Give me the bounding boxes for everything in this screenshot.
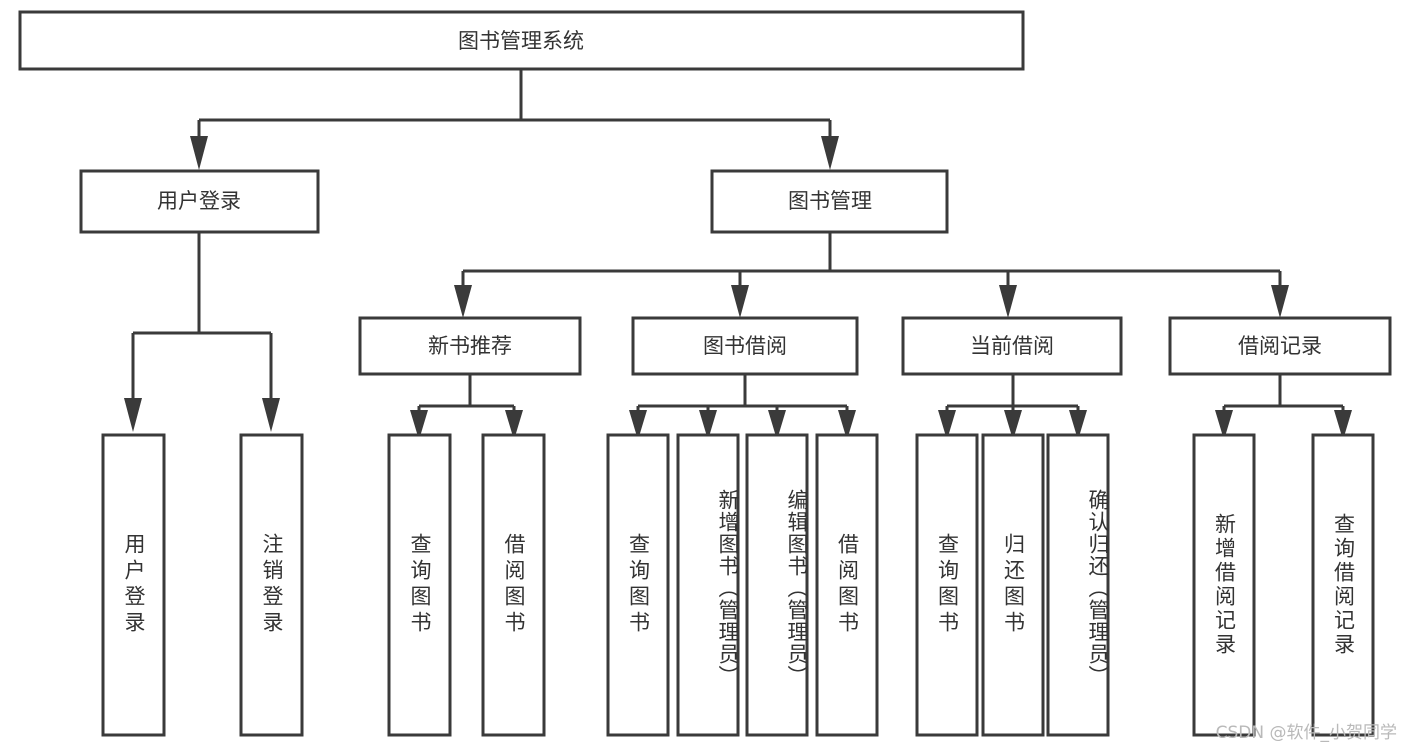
- node-root-label: 图书管理系统: [458, 29, 584, 53]
- arrowhead-leaf-query-book-2: [629, 410, 647, 440]
- connectors-book-management-to-level3: [454, 232, 1289, 318]
- node-borrow-record[interactable]: 借阅记录: [1168, 316, 1392, 376]
- node-current-borrow[interactable]: 当前借阅: [901, 316, 1123, 376]
- connectors-new-book-recommend-to-leaves: [410, 374, 523, 440]
- node-current-borrow-box[interactable]: [901, 316, 1123, 376]
- arrowhead-book-management: [821, 136, 839, 170]
- arrowhead-leaf-query-book-3: [938, 410, 956, 440]
- arrowhead-leaf-borrow-book-1: [505, 410, 523, 440]
- node-root[interactable]: 图书管理系统: [18, 10, 1025, 71]
- node-leaf-user-login-box[interactable]: [101, 433, 166, 737]
- node-current-borrow-label: 当前借阅: [970, 334, 1054, 358]
- arrowhead-user-login: [190, 136, 208, 170]
- arrowhead-current-borrow: [999, 285, 1017, 318]
- node-user-login[interactable]: 用户登录: [79, 169, 320, 234]
- connectors-borrow-record-to-leaves: [1215, 374, 1352, 440]
- node-leaf-add-book-box[interactable]: [676, 433, 740, 737]
- arrowhead-leaf-confirm-return: [1069, 410, 1087, 440]
- node-user-login-label: 用户登录: [157, 189, 241, 213]
- node-book-management-box[interactable]: [710, 169, 949, 234]
- node-borrow-record-label: 借阅记录: [1238, 334, 1322, 358]
- node-book-borrow-label: 图书借阅: [703, 334, 787, 358]
- node-leaf-confirm-return-box[interactable]: [1046, 433, 1110, 737]
- arrowhead-new-book-recommend: [454, 285, 472, 318]
- node-leaf-query-book-1-box[interactable]: [387, 433, 452, 737]
- node-leaf-borrow-book-2-box[interactable]: [815, 433, 879, 737]
- node-book-borrow-box[interactable]: [631, 316, 859, 376]
- arrowhead-borrow-record: [1271, 285, 1289, 318]
- connectors-book-borrow-to-leaves: [629, 374, 856, 440]
- arrowhead-leaf-add-book: [699, 410, 717, 440]
- node-book-management[interactable]: 图书管理: [710, 169, 949, 234]
- arrowhead-leaf-user-login: [124, 398, 142, 432]
- arrowhead-leaf-edit-book: [768, 410, 786, 440]
- node-book-borrow[interactable]: 图书借阅: [631, 316, 859, 376]
- connectors-root-to-level2: [190, 69, 839, 170]
- arrowhead-leaf-query-record: [1334, 410, 1352, 440]
- node-root-box[interactable]: [18, 10, 1025, 71]
- node-leaf-borrow-book-1-box[interactable]: [481, 433, 546, 737]
- arrowhead-book-borrow: [731, 285, 749, 318]
- node-new-book-recommend[interactable]: 新书推荐: [358, 316, 582, 376]
- node-new-book-recommend-box[interactable]: [358, 316, 582, 376]
- arrowhead-leaf-query-book-1: [410, 410, 428, 440]
- node-leaf-query-book-2-box[interactable]: [606, 433, 670, 737]
- leaf-boxes: [101, 433, 1375, 737]
- node-new-book-recommend-label: 新书推荐: [428, 334, 512, 358]
- arrowhead-leaf-return-book: [1004, 410, 1022, 440]
- node-leaf-query-book-3-box[interactable]: [915, 433, 979, 737]
- arrowhead-leaf-borrow-book-2: [838, 410, 856, 440]
- node-user-login-box[interactable]: [79, 169, 320, 234]
- connectors-current-borrow-to-leaves: [938, 374, 1087, 440]
- arrowhead-leaf-add-record: [1215, 410, 1233, 440]
- node-leaf-return-book-box[interactable]: [981, 433, 1045, 737]
- node-borrow-record-box[interactable]: [1168, 316, 1392, 376]
- node-leaf-edit-book-box[interactable]: [745, 433, 809, 737]
- node-book-management-label: 图书管理: [788, 189, 872, 213]
- node-leaf-query-record-box[interactable]: [1311, 433, 1375, 737]
- node-leaf-add-record-box[interactable]: [1192, 433, 1256, 737]
- arrowhead-leaf-user-logout: [262, 398, 280, 432]
- connectors-user-login-to-leaves: [124, 232, 280, 432]
- node-leaf-user-logout-box[interactable]: [239, 433, 304, 737]
